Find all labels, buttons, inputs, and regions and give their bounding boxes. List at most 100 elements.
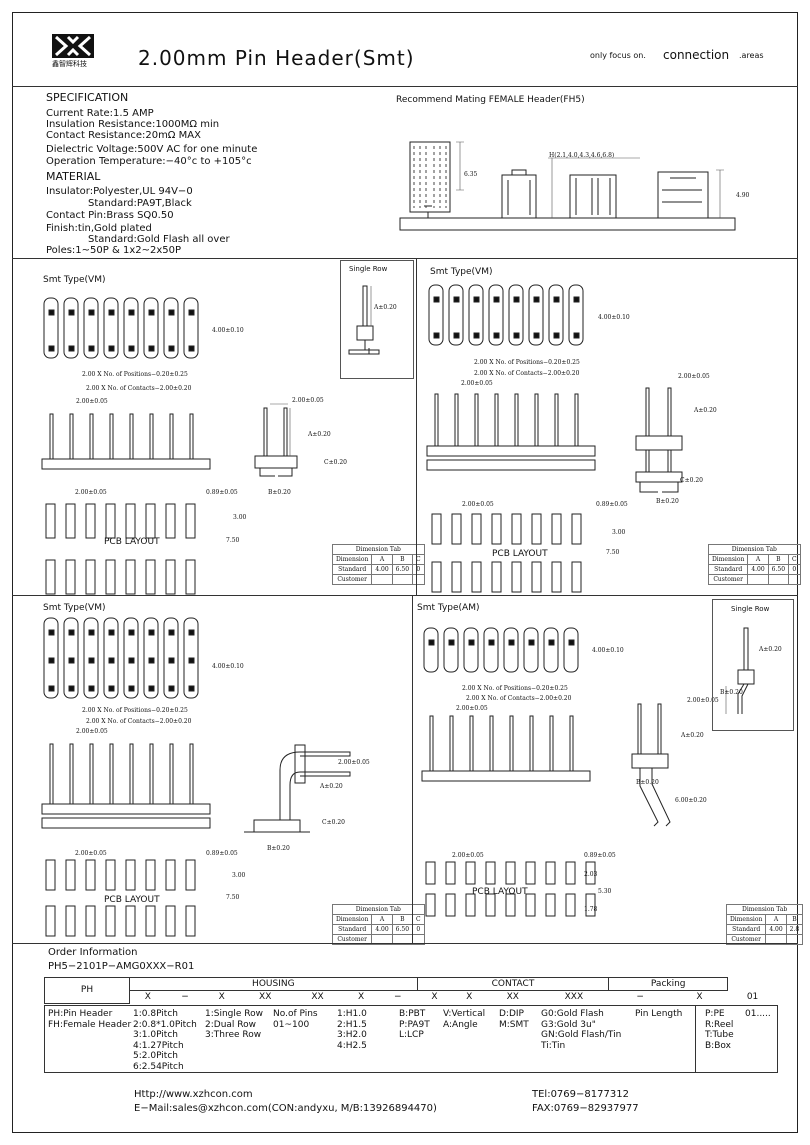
order-code-segment: XX — [259, 992, 272, 1002]
dim-label: 2.00±0.05 — [76, 728, 108, 735]
material-heading: MATERIAL — [46, 170, 101, 183]
pin-square — [68, 629, 75, 636]
dim-label: A±0.20 — [694, 407, 717, 414]
dim-label: 2.00±0.05 — [75, 489, 107, 496]
pin-square — [148, 345, 155, 352]
order-option: 01~100 — [273, 1019, 310, 1030]
pin-square — [48, 629, 55, 636]
order-option: 2:H1.5 — [337, 1019, 367, 1030]
order-option-group: 1:H1.0 2:H1.5 3:H2.0 4:H2.5 — [337, 1009, 367, 1051]
pin-header-side-view — [635, 387, 683, 493]
pcb-pad — [485, 893, 496, 917]
dim-label: A±0.20 — [320, 783, 343, 790]
pin-square — [468, 639, 475, 646]
dimension-cell — [747, 574, 769, 585]
dim-label: A±0.20 — [308, 431, 331, 438]
pin-square — [528, 639, 535, 646]
pin-housing — [83, 617, 99, 699]
pin-housing — [143, 297, 159, 359]
pin — [549, 715, 554, 772]
dim-label: C±0.20 — [680, 477, 703, 484]
pin-housing — [123, 617, 139, 699]
dimension-table-title: Dimension Tab — [708, 544, 801, 555]
pcb-pad — [125, 905, 136, 937]
pcb-pad — [511, 513, 522, 545]
pin-housing — [428, 284, 444, 346]
order-code: PH5−2101P−AMG0XXX−R01 — [48, 961, 195, 972]
pcb-pad — [545, 893, 556, 917]
pin-square — [428, 639, 435, 646]
pin — [129, 743, 134, 805]
pin-header-top-view — [43, 617, 199, 699]
pin-square — [168, 629, 175, 636]
dimension-table-title: Dimension Tab — [332, 544, 425, 555]
pcb-layout-label: PCB LAYOUT — [104, 537, 160, 547]
dimension-cell — [785, 934, 804, 945]
pcb-pad — [571, 513, 582, 545]
pin-square — [88, 629, 95, 636]
dim-label: C±0.20 — [322, 819, 345, 826]
dim-label: 5.30 — [598, 888, 612, 895]
pcb-pad — [451, 513, 462, 545]
pin-square — [553, 332, 560, 339]
dimension-cell: 0 — [412, 564, 425, 575]
pin-housing — [468, 284, 484, 346]
pin — [454, 393, 459, 447]
pcb-pad — [471, 513, 482, 545]
pin-housing — [63, 617, 79, 699]
order-option: L:LCP — [399, 1030, 424, 1040]
dimension-head: Dimension — [707, 554, 749, 565]
order-option: T:Tube — [705, 1030, 734, 1040]
spec-heading: SPECIFICATION — [46, 91, 129, 104]
order-option: No.of Pins — [273, 1009, 318, 1019]
tagline-suffix: .areas — [739, 51, 764, 60]
pcb-pad — [511, 561, 522, 593]
pcb-pad — [425, 893, 436, 917]
footer-tel: TEl:0769−8177312 — [532, 1089, 629, 1100]
pin-square — [188, 657, 195, 664]
pin — [69, 743, 74, 805]
order-option: A:Angle — [443, 1019, 478, 1030]
dim-label: 2.00±0.05 — [462, 501, 494, 508]
order-code-segment: X — [696, 992, 703, 1002]
order-option: 01..... — [745, 1009, 771, 1019]
section-divider — [412, 595, 413, 943]
dim-label: 2.00±0.05 — [75, 850, 107, 857]
order-option: Pin Length — [635, 1009, 683, 1019]
pcb-pad — [551, 561, 562, 593]
pcb-pad — [505, 861, 516, 885]
order-option: 2:Dual Row — [205, 1019, 256, 1030]
pcb-pad — [105, 859, 116, 891]
order-option: FH:Female Header — [48, 1019, 132, 1030]
dim-label: A±0.20 — [759, 646, 782, 653]
pin-housing — [423, 627, 439, 673]
pin-square — [68, 657, 75, 664]
dim-label: 3.00 — [232, 872, 246, 879]
pin-housing — [103, 297, 119, 359]
pin — [554, 393, 559, 447]
dimension-cell: 4.00 — [747, 564, 769, 575]
pin — [449, 715, 454, 772]
footer-fax: FAX:0769−82937977 — [532, 1103, 639, 1114]
pin-housing — [163, 617, 179, 699]
order-code-segment: X — [218, 992, 225, 1002]
pcb-pad — [185, 559, 196, 595]
pcb-pad — [565, 861, 576, 885]
dim-label: B±0.20 — [267, 845, 290, 852]
dim-label: 2.00±0.05 — [452, 852, 484, 859]
pin-square — [553, 296, 560, 303]
footer-email: E−Mail:sales@xzhcon.com(CON:andyxu, M/B:… — [134, 1103, 437, 1114]
order-code-segment: X — [431, 992, 438, 1002]
dim-label: 0.89±0.05 — [206, 850, 238, 857]
dim-label: A±0.20 — [681, 732, 704, 739]
pin-housing — [548, 284, 564, 346]
order-option-group: No.of Pins 01~100 — [273, 1009, 318, 1030]
dim-label: 7.50 — [226, 894, 240, 901]
pin — [489, 715, 494, 772]
pcb-pad — [145, 859, 156, 891]
pin-housing — [448, 284, 464, 346]
pin-square — [188, 629, 195, 636]
order-option: 3:Three Row — [205, 1030, 262, 1040]
